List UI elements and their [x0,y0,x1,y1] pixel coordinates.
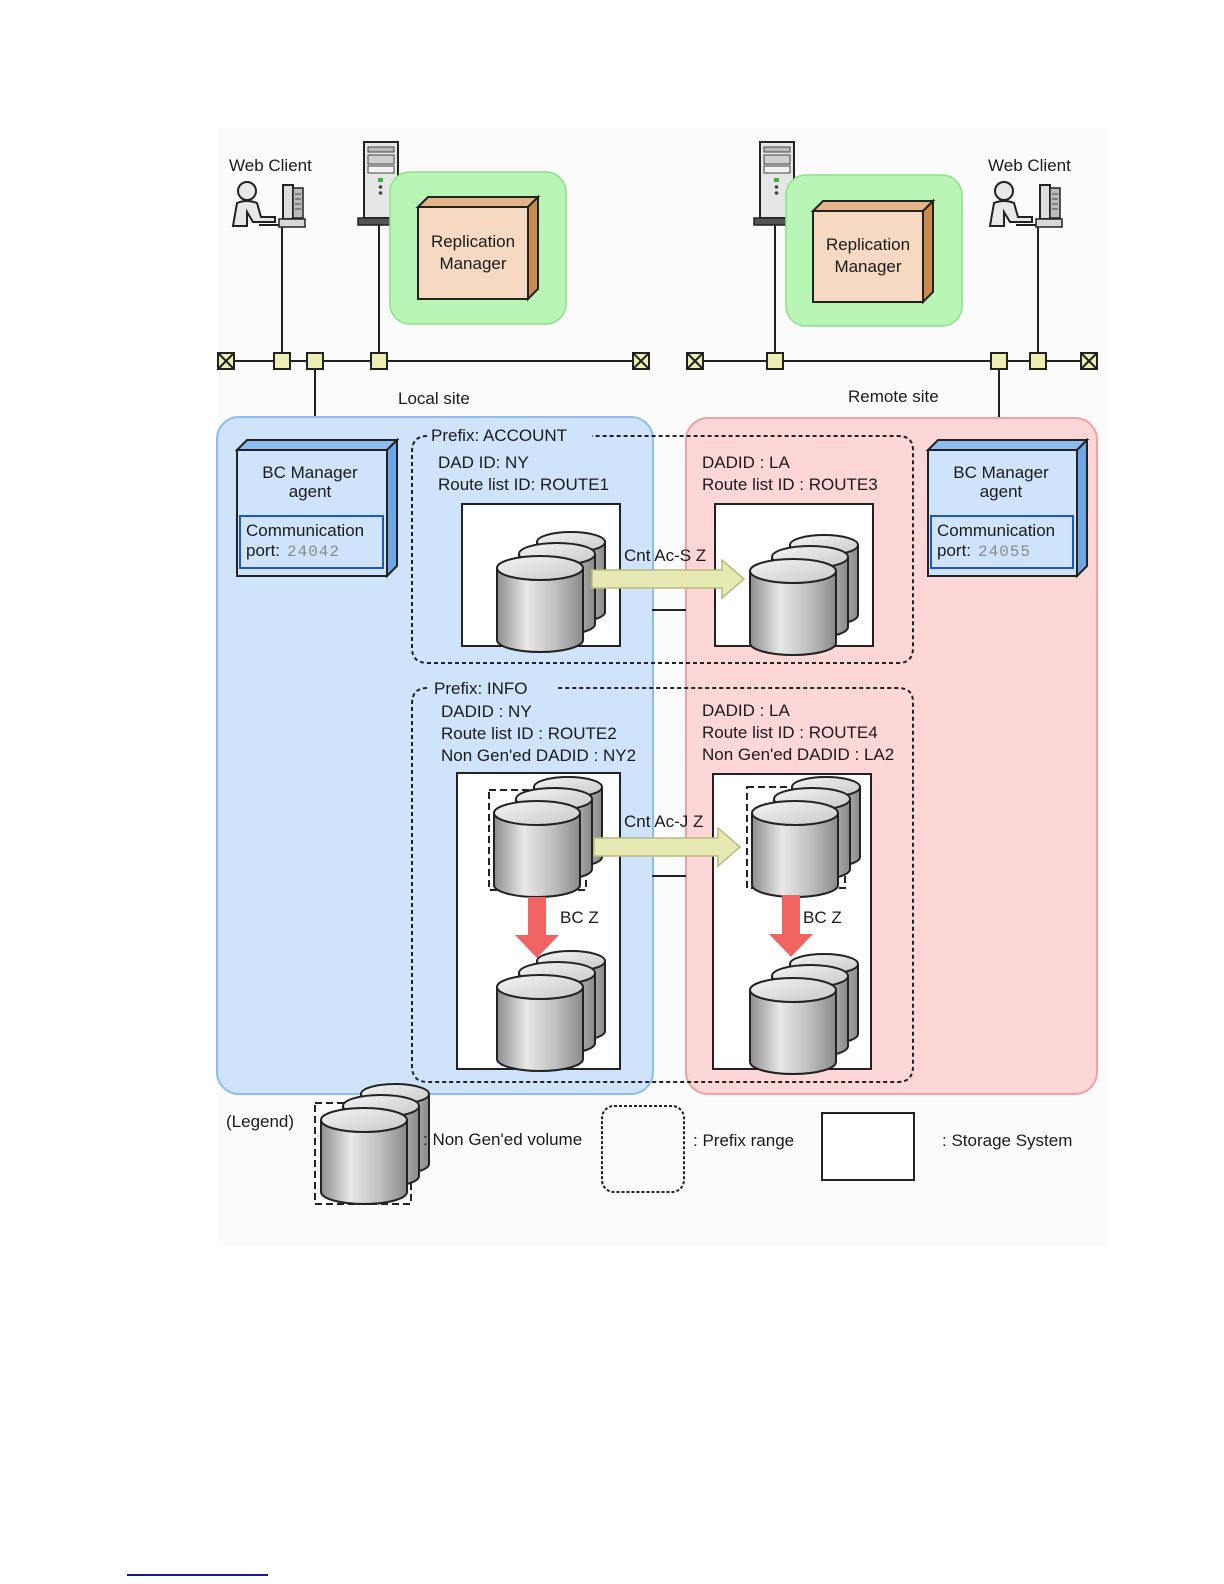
remote-replication-manager-label-1: Replication [826,235,910,254]
prefix-info-local-line-3: Non Gen'ed DADID : NY2 [441,746,636,765]
prefix-info-local-line-2: Route list ID : ROUTE2 [441,724,617,743]
prefix-info-local-line-1: DADID : NY [441,702,532,721]
remote-agent-port-label-2: port: [937,541,971,560]
local-agent-port-label-2: port: [246,541,280,560]
local-bus-node-agent-icon [306,352,324,370]
info-local-bc-arrow-icon [515,897,559,958]
remote-bc-manager-agent[interactable]: BC Manager agent Communication port: 240… [925,437,1090,579]
local-bus-terminator-right-icon [632,352,650,370]
remote-bus-node-server-icon [766,352,784,370]
prefix-info-range: Prefix: INFO DADID : NY Route list ID : … [411,679,914,1083]
local-bus-terminator-left-icon [217,352,235,370]
local-bus-node-server-icon [370,352,388,370]
local-site-label: Local site [398,389,470,408]
remote-agent-port-value: 24055 [978,543,1031,561]
legend-storage-system-label: : Storage System [942,1131,1072,1150]
local-bc-manager-agent[interactable]: BC Manager agent Communication port: 240… [234,437,400,579]
remote-bus-terminator-left-icon [686,352,704,370]
remote-web-client-label: Web Client [988,156,1071,175]
legend-prefix-range-swatch [601,1105,685,1193]
remote-bus-node-webclient-icon [1029,352,1047,370]
remote-replication-manager-box[interactable]: Replication Manager [810,198,936,305]
prefix-info-remote-line-1: DADID : LA [702,701,791,720]
local-replication-manager-box[interactable]: Replication Manager [415,194,541,302]
local-agent-title-1: BC Manager [262,463,358,482]
prefix-account-local-line-1: DAD ID: NY [438,453,529,472]
remote-bus-node-agent-icon [990,352,1008,370]
info-copy-arrow-icon [593,826,742,868]
remote-network-section: Replication Manager Web Client Remote si… [686,141,1098,450]
local-agent-title-2: agent [289,482,332,501]
prefix-account-local-line-2: Route list ID: ROUTE1 [438,475,609,494]
account-copy-label: Cnt Ac-S Z [624,546,706,565]
local-bus-node-webclient-icon [273,352,291,370]
legend-storage-system-swatch [821,1112,915,1181]
remote-agent-port-box [930,515,1074,569]
info-remote-bc-label: BC Z [803,908,842,927]
info-local-bc-label: BC Z [560,908,599,927]
local-agent-port-value: 24042 [287,543,340,561]
local-replication-manager-label-2: Manager [439,254,506,273]
prefix-account-remote-line-1: DADID : LA [702,453,791,472]
local-replication-manager-label-1: Replication [431,232,515,251]
prefix-info-title: Prefix: INFO [434,679,528,698]
remote-agent-title-2: agent [980,482,1023,501]
remote-replication-manager-label-2: Manager [834,257,901,276]
prefix-account-range: Prefix: ACCOUNT DAD ID: NY Route list ID… [411,426,914,664]
local-agent-port-label-1: Communication [246,521,364,540]
prefix-info-remote-line-3: Non Gen'ed DADID : LA2 [702,745,894,764]
local-web-client-label: Web Client [229,156,312,175]
remote-agent-title-1: BC Manager [953,463,1049,482]
local-agent-port-box [239,515,384,569]
prefix-account-title: Prefix: ACCOUNT [431,426,567,445]
legend-prefix-range-label: : Prefix range [693,1131,794,1150]
remote-bus-terminator-right-icon [1080,352,1098,370]
legend: (Legend) : Non Gen'ed volume : Prefix ra… [226,1083,1072,1205]
local-network-section: Web Client Replication Manager Local sit… [217,141,650,450]
remote-agent-port-label-1: Communication [937,521,1055,540]
info-remote-bc-arrow-icon [769,895,813,957]
legend-title: (Legend) [226,1112,294,1131]
account-copy-arrow-icon [591,558,746,600]
remote-site-label: Remote site [848,387,939,406]
footer-rule [127,1574,268,1576]
prefix-account-remote-line-2: Route list ID : ROUTE3 [702,475,878,494]
info-copy-label: Cnt Ac-J Z [624,812,703,831]
prefix-info-remote-line-2: Route list ID : ROUTE4 [702,723,878,742]
legend-non-gened-volume-label: : Non Gen'ed volume [423,1130,582,1149]
